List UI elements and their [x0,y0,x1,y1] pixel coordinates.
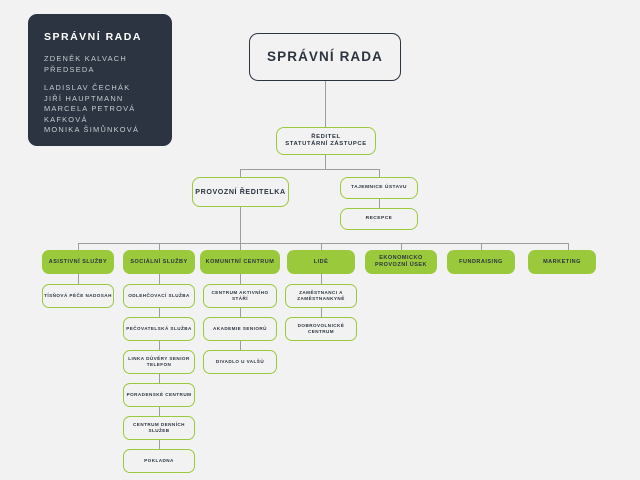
leaf-node[interactable]: ODLEHČOVACÍ SLUŽBA [123,284,195,308]
node-director-line2: STATUTÁRNÍ ZÁSTUPCE [285,141,367,147]
node-director-line1: ŘEDITEL [311,133,341,140]
connector-child-chain [159,341,160,350]
connector-bus-to-dept [240,243,241,250]
connector-to-secretary [379,169,380,177]
node-reception[interactable]: RECEPCE [340,208,418,230]
board-member: MONIKA ŠIMŮNKOVÁ [44,125,140,134]
leaf-node[interactable]: PORADENSKÉ CENTRUM [123,383,195,407]
node-board-of-directors[interactable]: SPRÁVNÍ RADA [249,33,401,81]
connector-operations-down [240,207,241,243]
department-header-komunitni-centrum[interactable]: KOMUNITNÍ CENTRUM [200,250,280,274]
connector-root-to-director [325,81,326,127]
connector-child-chain [159,440,160,449]
connector-bus-to-dept [568,243,569,250]
connector-dept-to-child [159,274,160,284]
leaf-node[interactable]: TÍSŇOVÁ PÉČE NADOSAH [42,284,114,308]
department-header-ekonomicko-provozni-usek[interactable]: EKONOMICKO PROVOZNÍ ÚSEK [365,250,437,274]
leaf-node[interactable]: DIVADLO U VALŠŮ [203,350,277,374]
leaf-node[interactable]: AKADEMIE SENIORŮ [203,317,277,341]
board-chair-name: ZDENĚK KALVACH [44,54,127,63]
connector-dept-to-child [321,274,322,284]
node-secretary[interactable]: TAJEMNICE ÚSTAVU [340,177,418,199]
connector-bus-to-dept [321,243,322,250]
connector-child-chain [240,341,241,350]
connector-child-chain [159,374,160,383]
connector-child-chain [321,308,322,317]
department-header-fundraising[interactable]: FUNDRAISING [447,250,515,274]
node-operations-director[interactable]: PROVOZNÍ ŘEDITELKA [192,177,289,207]
leaf-node[interactable]: POKLADNA [123,449,195,473]
leaf-node[interactable]: PEČOVATELSKÁ SLUŽBA [123,317,195,341]
connector-bus-to-dept [401,243,402,250]
board-card-title: SPRÁVNÍ RADA [44,31,142,43]
leaf-node[interactable]: ZAMĚSTNANCI A ZAMĚSTNANKYNĚ [285,284,357,308]
connector-child-chain [159,308,160,317]
board-member: KAFKOVÁ [44,114,88,124]
leaf-node[interactable]: CENTRUM DENNÍCH SLUŽEB [123,416,195,440]
connector-department-bus [78,243,568,244]
leaf-node[interactable]: DOBROVOLNICKÉ CENTRUM [285,317,357,341]
connector-director-down [325,155,326,169]
leaf-node[interactable]: LINKA DŮVĚRY SENIOR TELEFON [123,350,195,374]
department-header-socialni-sluzby[interactable]: SOCIÁLNÍ SLUŽBY [123,250,195,274]
board-member: JIŘÍ HAUPTMANN [44,93,124,103]
leaf-node[interactable]: CENTRUM AKTIVNÍHO STÁŘÍ [203,284,277,308]
board-spacer [44,75,172,83]
connector-secretary-to-reception [379,199,380,208]
department-header-marketing[interactable]: MARKETING [528,250,596,274]
board-member: MARCELA PETROVÁ [44,104,136,113]
board-chair-role: PŘEDSEDA [44,64,95,74]
node-director[interactable]: ŘEDITEL STATUTÁRNÍ ZÁSTUPCE [276,127,376,155]
connector-dept-to-child [78,274,79,284]
connector-bus-to-dept [78,243,79,250]
connector-bus-to-dept [481,243,482,250]
department-header-asistivni-sluzby[interactable]: ASISTIVNÍ SLUŽBY [42,250,114,274]
connector-bus-to-dept [159,243,160,250]
connector-child-chain [240,308,241,317]
connector-to-operations-director [240,169,241,177]
department-header-lide[interactable]: LIDÉ [287,250,355,274]
connector-child-chain [159,407,160,416]
board-member: LADISLAV ČECHÁK [44,83,131,92]
connector-director-bus [240,169,379,170]
connector-dept-to-child [240,274,241,284]
board-of-directors-card: SPRÁVNÍ RADA ZDENĚK KALVACH PŘEDSEDA LAD… [28,14,172,146]
